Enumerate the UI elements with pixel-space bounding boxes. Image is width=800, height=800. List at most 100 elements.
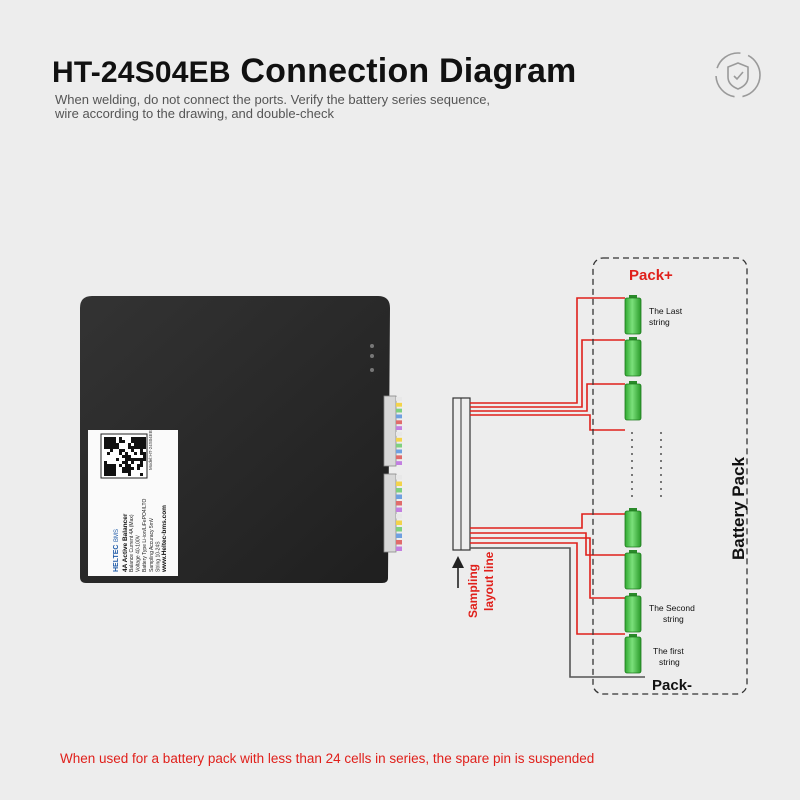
connector-pin xyxy=(396,402,402,407)
qr-module xyxy=(131,467,134,470)
connector-pin xyxy=(396,437,402,442)
connector-pin xyxy=(396,455,402,460)
connector-pin xyxy=(396,475,402,480)
label-spec-line: Sampling Accuracy 5mV xyxy=(149,517,155,572)
label-product: 4A Active Balancer xyxy=(122,513,129,572)
qr-module xyxy=(140,449,143,452)
qr-module xyxy=(104,437,107,440)
second-string-label-1: The Second xyxy=(649,603,695,613)
qr-module xyxy=(104,473,107,476)
battery-cell xyxy=(624,552,642,590)
model-name: HT-24S04EB xyxy=(52,56,231,89)
qr-module xyxy=(110,470,113,473)
shield-icon xyxy=(715,52,761,98)
qr-code xyxy=(104,437,146,476)
qr-module xyxy=(128,470,131,473)
qr-module xyxy=(119,464,122,467)
cell-terminal xyxy=(629,337,637,341)
connector-pin xyxy=(396,461,402,465)
qr-module xyxy=(110,446,113,449)
qr-module xyxy=(137,446,140,449)
qr-module xyxy=(140,458,143,461)
connector-pin xyxy=(396,432,402,436)
sampling-harness xyxy=(452,397,471,588)
qr-module xyxy=(116,458,119,461)
connector-pin xyxy=(396,546,402,551)
connector-pin xyxy=(396,527,402,532)
qr-module xyxy=(137,467,140,470)
label-brand-sub: BMS xyxy=(114,529,120,542)
wire-top xyxy=(470,383,625,412)
qr-module xyxy=(110,467,113,470)
qr-module xyxy=(107,464,110,467)
qr-module xyxy=(134,440,137,443)
battery-cell xyxy=(624,383,642,421)
connector-pin xyxy=(396,426,402,430)
qr-module xyxy=(113,437,116,440)
wire-top xyxy=(470,414,625,431)
qr-module xyxy=(137,440,140,443)
wire-bottom xyxy=(470,537,625,599)
qr-module xyxy=(104,464,107,467)
qr-module xyxy=(140,437,143,440)
qr-module xyxy=(143,443,146,446)
qr-module xyxy=(119,449,122,452)
qr-module xyxy=(116,446,119,449)
qr-module xyxy=(143,440,146,443)
connector-pin xyxy=(396,449,402,454)
qr-module xyxy=(107,467,110,470)
qr-module xyxy=(119,440,122,443)
footnote: When used for a battery pack with less t… xyxy=(60,751,595,766)
first-string-label-1: The first xyxy=(653,646,684,656)
connector-pin xyxy=(396,481,402,486)
qr-module xyxy=(107,446,110,449)
qr-module xyxy=(119,452,122,455)
qr-module xyxy=(131,449,134,452)
last-string-label-1: The Last xyxy=(649,306,683,316)
qr-module xyxy=(104,440,107,443)
qr-module xyxy=(137,458,140,461)
qr-module xyxy=(134,452,137,455)
qr-module xyxy=(113,464,116,467)
qr-module xyxy=(125,464,128,467)
qr-module xyxy=(128,473,131,476)
qr-module xyxy=(137,443,140,446)
label-url: www.Heltec-bms.com xyxy=(161,505,168,573)
qr-module xyxy=(131,458,134,461)
qr-module xyxy=(122,455,125,458)
sampling-label-2: layout line xyxy=(482,551,496,611)
connector-pin xyxy=(396,397,402,401)
battery-cell xyxy=(624,339,642,377)
connector-pin xyxy=(396,520,402,525)
connector-pin xyxy=(396,540,402,545)
qr-module xyxy=(110,437,113,440)
qr-module xyxy=(122,440,125,443)
cell-terminal xyxy=(629,550,637,554)
qr-module xyxy=(104,470,107,473)
qr-module xyxy=(104,446,107,449)
subtitle-line-1: When welding, do not connect the ports. … xyxy=(55,92,491,107)
battery-pack-box xyxy=(592,257,748,695)
connector-pin xyxy=(396,408,402,413)
qr-module xyxy=(113,443,116,446)
qr-module xyxy=(113,467,116,470)
qr-module xyxy=(143,452,146,455)
qr-module xyxy=(125,467,128,470)
qr-module xyxy=(110,443,113,446)
connector-pin xyxy=(396,501,402,506)
qr-module xyxy=(131,461,134,464)
battery-cell xyxy=(624,510,642,548)
battery-cell xyxy=(624,595,642,633)
qr-module xyxy=(128,443,131,446)
qr-module xyxy=(122,461,125,464)
qr-module xyxy=(143,446,146,449)
wire-pack-minus xyxy=(470,547,645,678)
qr-module xyxy=(125,452,128,455)
qr-module xyxy=(131,440,134,443)
qr-module xyxy=(104,443,107,446)
qr-module xyxy=(125,455,128,458)
qr-module xyxy=(104,467,107,470)
wire-top xyxy=(470,297,625,404)
connector-pin xyxy=(396,443,402,448)
title-text: Connection Diagram xyxy=(240,52,577,90)
